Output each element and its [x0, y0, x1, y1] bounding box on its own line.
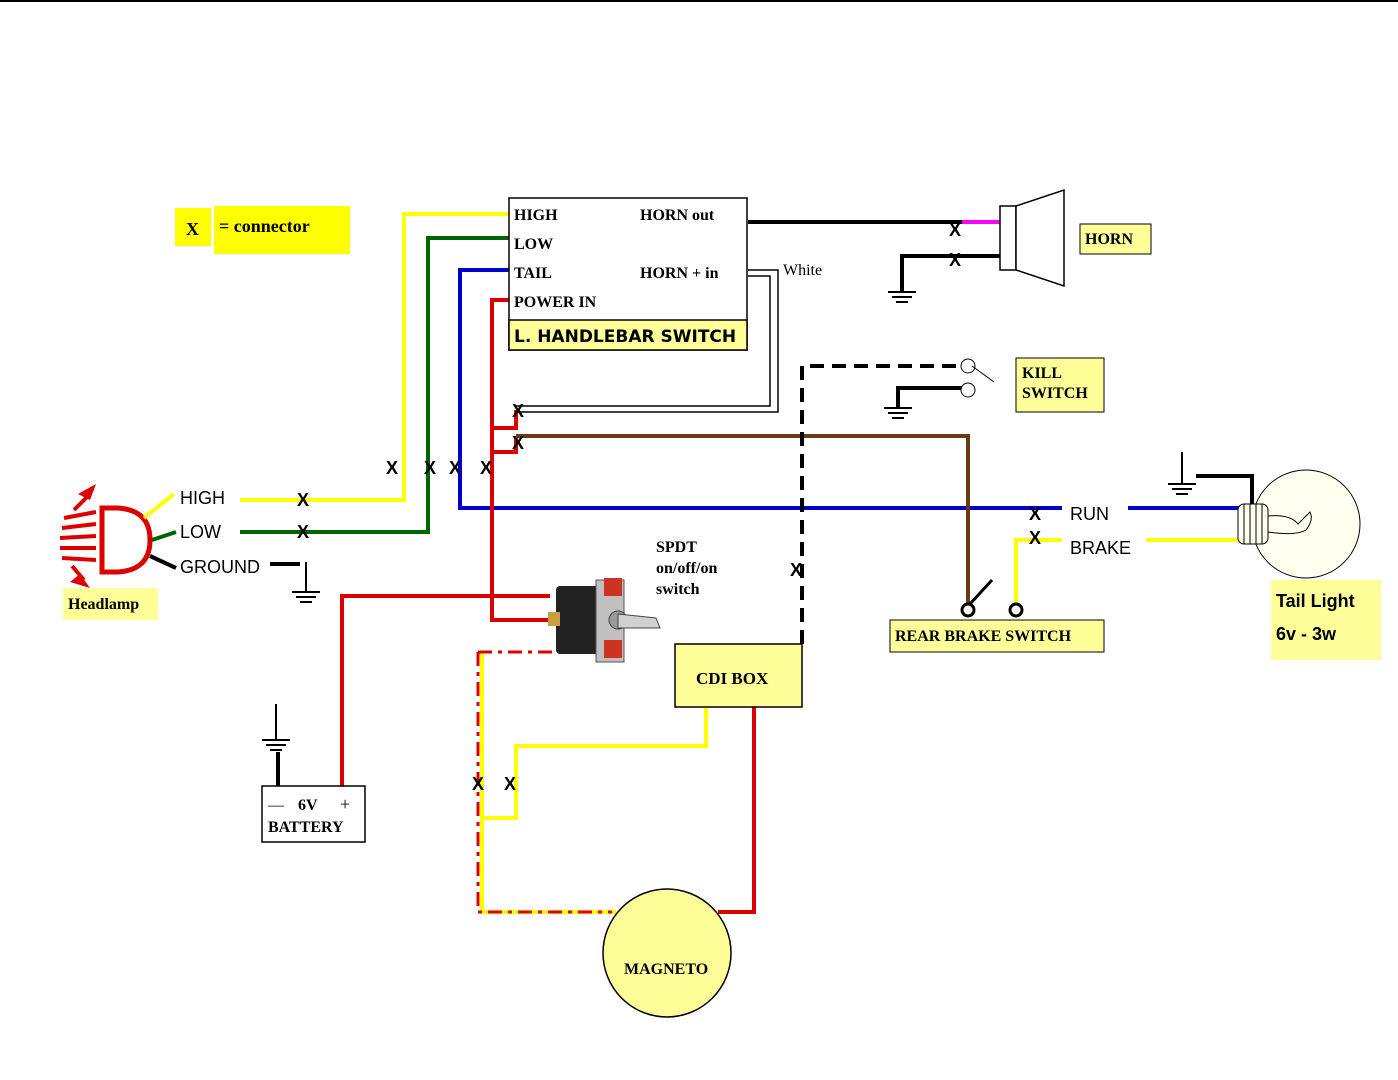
- switch-horn-out-label: HORN out: [640, 207, 715, 224]
- cdi-box: CDI BOX: [674, 643, 803, 708]
- headlamp: Headlamp HIGH LOW GROUND: [59, 484, 260, 620]
- spdt-switch: SPDT on/off/on switch: [548, 539, 717, 663]
- brown-wire: [516, 434, 970, 604]
- connector-mark: X: [1029, 504, 1041, 524]
- magneto-label: MAGNETO: [624, 961, 708, 978]
- cdi-yellow-wire: [482, 706, 708, 820]
- connector-mark: X: [512, 433, 524, 453]
- high-wire: [240, 212, 510, 502]
- tail-light-label-2: 6v - 3w: [1276, 624, 1337, 644]
- connector-mark: X: [449, 458, 461, 478]
- brake-label: BRAKE: [1070, 538, 1131, 558]
- white-wire-outer: [516, 269, 779, 413]
- kill-switch-icon: [971, 365, 995, 383]
- headlamp-high-label: HIGH: [180, 488, 225, 508]
- tail-light-label-1: Tail Light: [1276, 591, 1355, 611]
- kill-label-2: SWITCH: [1022, 385, 1088, 402]
- kill-ground-icon: [884, 407, 912, 419]
- tail-wire: [458, 268, 1062, 510]
- connector-mark: X: [480, 458, 492, 478]
- horn-feed-wire: [492, 410, 518, 430]
- battery-icon: [261, 785, 366, 843]
- handlebar-switch: HIGH LOW TAIL POWER IN HORN out HORN + i…: [508, 197, 748, 351]
- brake-feed-wire: [492, 436, 518, 454]
- horn-icon: [1015, 188, 1065, 288]
- spdt-label-1: SPDT: [656, 539, 697, 556]
- headlamp-label: Headlamp: [68, 596, 139, 613]
- magneto-icon: [602, 888, 732, 1018]
- magneto-yellow-wire: [480, 652, 616, 914]
- battery-ground-icon: [262, 704, 290, 751]
- connectors: X X X X X X X X X X X X X X X: [297, 220, 1041, 794]
- connector-mark: X: [790, 560, 802, 580]
- kill-wire: [800, 364, 960, 644]
- white-wire-inner: [516, 275, 771, 407]
- kill-ground-wire: [896, 386, 962, 408]
- magneto-red-wire: [718, 706, 756, 914]
- battery-minus: —: [267, 797, 285, 814]
- white-wire-label: White: [783, 262, 822, 279]
- battery-label: BATTERY: [268, 819, 344, 836]
- connector-mark: X: [504, 774, 516, 794]
- switch-low-label: LOW: [514, 236, 553, 253]
- power-in-wire: [490, 298, 550, 622]
- connector-mark: X: [472, 774, 484, 794]
- connector-mark: X: [297, 490, 309, 510]
- connector-mark: X: [949, 250, 961, 270]
- connector-mark: X: [297, 522, 309, 542]
- run-label: RUN: [1070, 504, 1109, 524]
- connector-mark: X: [512, 401, 524, 421]
- connector-mark: X: [424, 458, 436, 478]
- legend-symbol: X: [186, 219, 199, 239]
- connector-mark: X: [386, 458, 398, 478]
- kill-label-1: KILL: [1022, 365, 1062, 382]
- tail-light: RUN BRAKE Tail Light 6v - 3w: [1070, 469, 1381, 660]
- tail-ground-wire: [1196, 474, 1254, 508]
- legend: X = connector: [175, 206, 350, 254]
- battery-volt: 6V: [298, 797, 318, 814]
- connector-mark: X: [1029, 528, 1041, 548]
- ground-symbols: [262, 258, 1196, 751]
- connector-mark: X: [949, 220, 961, 240]
- rear-brake-label: REAR BRAKE SWITCH: [895, 628, 1072, 645]
- rear-brake-switch: REAR BRAKE SWITCH: [889, 578, 1105, 653]
- headlamp-icon: [99, 505, 153, 575]
- low-wire: [240, 236, 510, 534]
- horn-ground-icon: [888, 258, 916, 303]
- switch-tail-label: TAIL: [514, 265, 552, 282]
- switch-horn-in-label: HORN + in: [640, 265, 719, 282]
- horn-label: HORN: [1085, 231, 1133, 248]
- brake-switch-icon: [968, 578, 994, 606]
- brake-switch-wire: [1014, 538, 1062, 604]
- spdt-label-2: on/off/on: [656, 560, 717, 577]
- switch-power-label: POWER IN: [514, 294, 597, 311]
- headlamp-ground-label: GROUND: [180, 557, 260, 577]
- switch-title: L. HANDLEBAR SWITCH: [514, 327, 736, 347]
- kill-switch: KILL SWITCH: [960, 357, 1105, 413]
- headlamp-low-label: LOW: [180, 522, 221, 542]
- cdi-label: CDI BOX: [696, 669, 769, 688]
- toggle-switch-icon: [548, 578, 661, 663]
- spdt-label-3: switch: [656, 581, 700, 598]
- legend-text: = connector: [219, 216, 310, 236]
- magneto-dashdot-wire: [476, 652, 612, 914]
- battery-wire: [340, 594, 550, 786]
- magneto: MAGNETO: [602, 888, 732, 1018]
- tail-ground-icon: [1168, 452, 1196, 495]
- horn: HORN: [999, 188, 1152, 288]
- battery-plus: +: [340, 794, 350, 814]
- switch-high-label: HIGH: [514, 207, 558, 224]
- headlamp-ground-icon: [292, 562, 320, 603]
- battery: — 6V + BATTERY: [261, 785, 366, 843]
